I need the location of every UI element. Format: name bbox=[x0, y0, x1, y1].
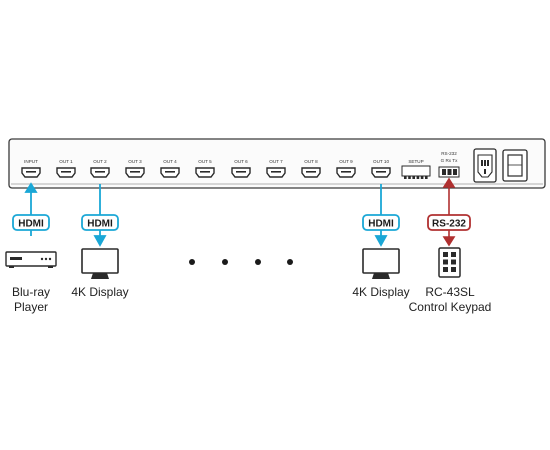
port-label-out-8: OUT 8 bbox=[304, 159, 318, 164]
port-label-out-4: OUT 4 bbox=[163, 159, 177, 164]
keypad-caption-line1: RC-43SL bbox=[425, 285, 475, 299]
dip-switch-tooth bbox=[412, 176, 415, 179]
dip-switch-tooth bbox=[420, 176, 424, 179]
port-label-out-7: OUT 7 bbox=[269, 159, 283, 164]
port-label-out-9: OUT 9 bbox=[339, 159, 353, 164]
hdmi-tag-out-2: HDMI bbox=[81, 214, 119, 231]
dip-switch-tooth bbox=[408, 176, 411, 179]
keypad-caption: RC-43SL Control Keypad bbox=[404, 285, 496, 315]
power-switch-icon[interactable] bbox=[502, 149, 528, 182]
hdmi-tag-out-10: HDMI bbox=[362, 214, 400, 231]
hdmi-port-out-10-pins bbox=[376, 171, 386, 173]
blu-ray-caption-line2: Player bbox=[13, 300, 48, 314]
hdmi-port-out-7-pins bbox=[271, 171, 281, 173]
hdmi-port-out-4-pins bbox=[165, 171, 175, 173]
monitor-icon-left bbox=[81, 248, 119, 279]
port-label-out-1: OUT 1 bbox=[59, 159, 73, 164]
blu-ray-player-caption: Blu-ray Player bbox=[0, 285, 62, 315]
hdmi-port-out-1-pins bbox=[61, 171, 71, 173]
rs232-cable bbox=[442, 177, 456, 247]
blu-ray-player-icon bbox=[5, 251, 57, 268]
port-label-out-5: OUT 5 bbox=[198, 159, 212, 164]
rs232-pin-label: G Rx Tx bbox=[441, 158, 458, 163]
power-inlet-icon bbox=[473, 148, 497, 183]
port-label-out-2: OUT 2 bbox=[93, 159, 107, 164]
hdmi-port-out-8-pins bbox=[306, 171, 316, 173]
more-outputs-ellipsis bbox=[189, 259, 293, 265]
display-right-caption: 4K Display bbox=[352, 285, 410, 299]
dip-switch-tooth bbox=[404, 176, 407, 179]
setup-label: SETUP bbox=[408, 159, 423, 164]
hdmi-port-input-pins bbox=[26, 171, 36, 173]
rs232-terminal-block[interactable] bbox=[438, 166, 460, 178]
svg-text:HDMI: HDMI bbox=[18, 219, 44, 230]
keypad-caption-line2: Control Keypad bbox=[408, 300, 492, 314]
hdmi-port-out-5-pins bbox=[200, 171, 210, 173]
hdmi-port-out-6-pins bbox=[236, 171, 246, 173]
hdmi-tag-input: HDMI bbox=[12, 214, 50, 231]
svg-text:HDMI: HDMI bbox=[368, 219, 394, 230]
rs232-tag: RS-232 bbox=[427, 214, 471, 231]
port-label-input: INPUT bbox=[24, 159, 38, 164]
hdmi-port-out-2-pins bbox=[95, 171, 105, 173]
hdmi-port-out-3-pins bbox=[130, 171, 140, 173]
port-label-out-3: OUT 3 bbox=[128, 159, 142, 164]
keypad-icon bbox=[438, 247, 461, 278]
blu-ray-caption-line1: Blu-ray bbox=[11, 285, 50, 299]
port-label-out-10: OUT 10 bbox=[373, 159, 389, 164]
monitor-icon-right bbox=[362, 248, 400, 279]
display-left-caption: 4K Display bbox=[71, 285, 129, 299]
port-label-out-6: OUT 6 bbox=[234, 159, 248, 164]
hdmi-port-out-9-pins bbox=[341, 171, 351, 173]
dip-switch-tooth bbox=[416, 176, 420, 179]
svg-text:HDMI: HDMI bbox=[87, 219, 113, 230]
setup-dip-switch[interactable] bbox=[401, 165, 431, 179]
svg-text:RS-232: RS-232 bbox=[432, 219, 466, 230]
dip-switch-tooth bbox=[425, 176, 428, 179]
rs232-port-label: RS-232 bbox=[441, 151, 457, 156]
